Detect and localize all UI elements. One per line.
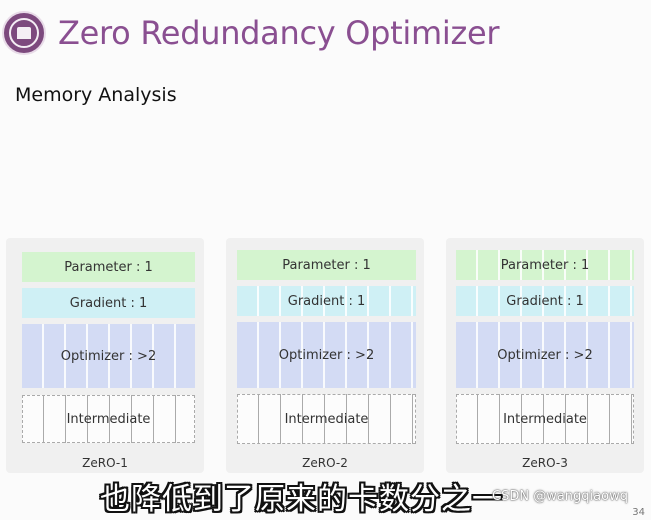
university-logo <box>2 11 46 55</box>
csdn-watermark: CSDN @wangqiaowq <box>492 489 628 504</box>
slide-subtitle: Memory Analysis <box>15 84 177 106</box>
optimizer-label: Optimizer : >2 <box>60 348 157 364</box>
panel-label: ZeRO-1 <box>82 456 128 470</box>
gradient-row: Gradient : 1 <box>22 288 195 318</box>
parameter-label: Parameter : 1 <box>64 259 153 275</box>
intermediate-label: Intermediate <box>503 411 587 427</box>
gradient-row: Gradient : 1 <box>237 286 416 316</box>
intermediate-row: Intermediate <box>237 394 416 444</box>
optimizer-label: Optimizer : >2 <box>278 347 375 363</box>
parameter-label: Parameter : 1 <box>282 257 371 273</box>
gradient-label: Gradient : 1 <box>506 293 584 309</box>
parameter-label: Parameter : 1 <box>500 257 590 273</box>
intermediate-label: Intermediate <box>66 411 151 427</box>
panel-label: ZeRO-2 <box>302 456 348 470</box>
panel-label: ZeRO-3 <box>522 456 568 470</box>
optimizer-row: Optimizer : >2 <box>237 322 416 388</box>
optimizer-label: Optimizer : >2 <box>497 347 593 363</box>
gradient-label: Gradient : 1 <box>69 295 148 311</box>
optimizer-row: Optimizer : >2 <box>456 322 634 388</box>
intermediate-label: Intermediate <box>284 411 369 427</box>
parameter-row: Parameter : 1 <box>456 250 634 280</box>
zero3-panel: Parameter : 1 Gradient : 1 Optimizer : >… <box>446 238 644 473</box>
parameter-row: Parameter : 1 <box>237 250 416 280</box>
zero2-panel: Parameter : 1 Gradient : 1 Optimizer : >… <box>226 238 424 473</box>
gradient-label: Gradient : 1 <box>287 293 366 309</box>
optimizer-row: Optimizer : >2 <box>22 324 195 388</box>
video-subtitle-caption: 也降低到了原来的卡数分之一 <box>100 482 503 517</box>
slide-title: Zero Redundancy Optimizer <box>58 14 500 52</box>
intermediate-row: Intermediate <box>456 394 634 444</box>
page-number: 34 <box>632 507 645 518</box>
intermediate-row: Intermediate <box>22 395 195 443</box>
gradient-row: Gradient : 1 <box>456 286 634 316</box>
parameter-row: Parameter : 1 <box>22 252 195 282</box>
zero1-panel: Parameter : 1 Gradient : 1 Optimizer : >… <box>6 238 204 473</box>
